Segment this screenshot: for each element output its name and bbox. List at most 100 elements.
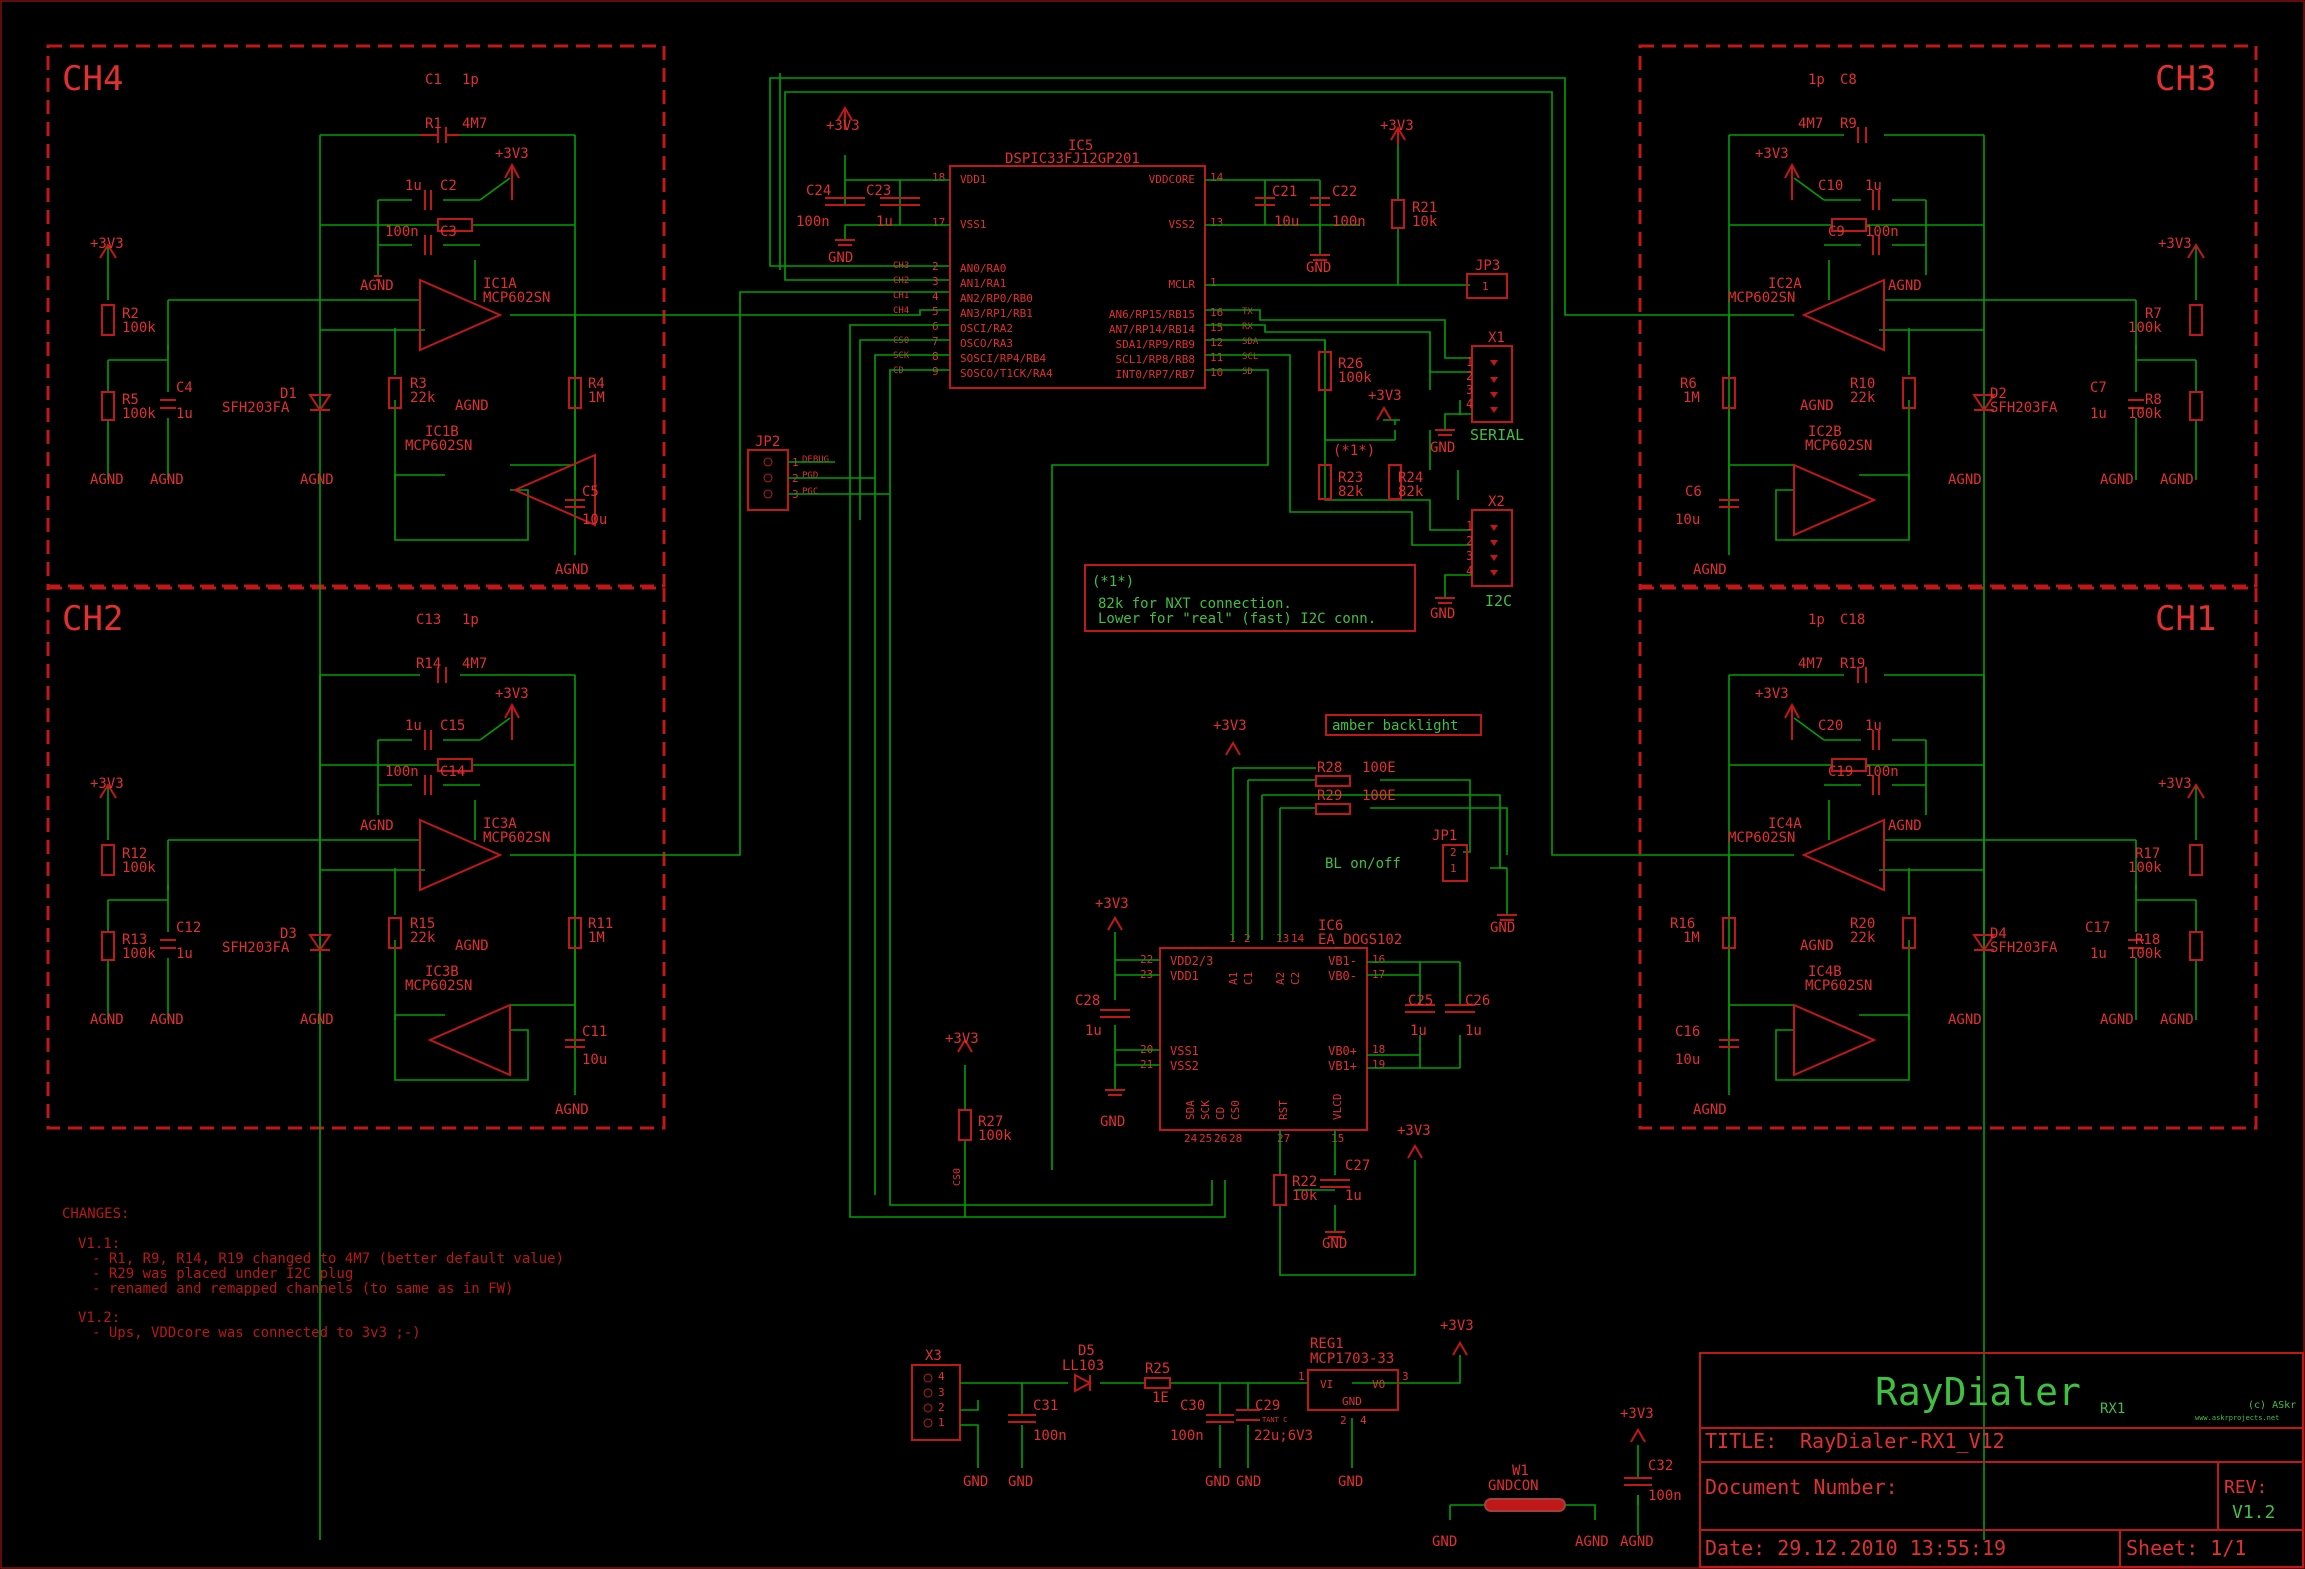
ch1-agnd-d: AGND — [2100, 1012, 2134, 1028]
mcu-pin-number: 1 — [1210, 276, 1217, 289]
i2c-pullups: R26 100k R23 82k R24 82k +3V3 (*1*) — [1318, 351, 1424, 500]
mcu-v33-b: +3V3 — [1380, 118, 1414, 134]
mcu-ic5: IC5 DSPIC33FJ12GP201 VDD118VSS117AN0/RA0… — [796, 106, 1508, 1218]
ch1-r4: R16 — [1670, 916, 1695, 932]
c31-name: C31 — [1033, 1398, 1058, 1414]
ch4-agnd-f: AGND — [555, 562, 589, 578]
c30-name: C30 — [1180, 1398, 1205, 1414]
mcu-net-label: CS0 — [893, 336, 909, 346]
lcd-pin-label: VB0- — [1328, 969, 1357, 983]
reg-pin-2: 2 — [1340, 1414, 1347, 1427]
channel-ch1: 1p C18 4M7 R19 C20 1u C19 100n IC4A MCP6… — [1670, 612, 2205, 1541]
mcu-c23: C23 — [866, 183, 891, 199]
lcd-pin-number: 28 — [1229, 1132, 1242, 1145]
ch4-r5: R5 — [122, 392, 139, 408]
ch4-v33-a: +3V3 — [495, 146, 529, 162]
ch3-parts — [1719, 127, 2205, 537]
mcu-r21v: 10k — [1412, 214, 1438, 230]
lcd-pin-label: CS0 — [1229, 1100, 1242, 1120]
r29-value: 100E — [1362, 788, 1396, 804]
ch4-c5: C5 — [582, 484, 599, 500]
r22-name: R22 — [1292, 1174, 1317, 1190]
ch3-r4: R6 — [1680, 376, 1697, 392]
mcu-pin-number: 2 — [932, 260, 939, 273]
c32-name: C32 — [1648, 1458, 1673, 1474]
ch3-r3: R10 — [1850, 376, 1875, 392]
ch1-r3v: 22k — [1850, 930, 1876, 946]
project-site: www.askrprojects.net — [2195, 1414, 2279, 1422]
ch4-c2v: 1u — [405, 178, 422, 194]
ch2-v33-b: +3V3 — [90, 776, 124, 792]
mcu-pin-label: OSCI/RA2 — [960, 322, 1013, 335]
ch3-agnd-d: AGND — [2100, 472, 2134, 488]
x3-pin-3: 3 — [938, 1386, 945, 1399]
ch1-d: D4 — [1990, 926, 2007, 942]
mcu-pin-label: AN7/RP14/RB14 — [1109, 323, 1195, 336]
note-title: (*1*) — [1092, 574, 1134, 590]
mcu-net-label: CH3 — [893, 261, 909, 271]
lcd-pin-number: 13 — [1276, 932, 1289, 945]
ch2-agnd-c: AGND — [90, 1012, 124, 1028]
ch4-agnd-b: AGND — [455, 398, 489, 414]
lcd-pin-label: VSS1 — [1170, 1044, 1199, 1058]
lcd-pin-label: VB1+ — [1328, 1059, 1357, 1073]
project-sub: RX1 — [2100, 1401, 2125, 1417]
ch4-ic: IC1A — [483, 276, 517, 292]
ch4-r2: R2 — [122, 306, 139, 322]
mcu-pin-number: 5 — [932, 305, 939, 318]
mcu-pin-label: SCL1/RP8/RB8 — [1116, 353, 1195, 366]
mcu-net-label: SDA — [1242, 337, 1259, 347]
ch1-c4: C17 — [2085, 920, 2110, 936]
c28-name: C28 — [1075, 993, 1100, 1009]
c25-value: 1u — [1410, 1023, 1427, 1039]
ch4-c3: C3 — [440, 224, 457, 240]
mcu-pin-label: AN3/RP1/RB1 — [960, 307, 1033, 320]
ch2-c2v: 1u — [405, 718, 422, 734]
ch1-dv: SFH203FA — [1990, 940, 2058, 956]
r25-value: 1E — [1152, 1390, 1169, 1406]
backlight-label: amber backlight — [1332, 718, 1458, 734]
x2-pin-2: 2 — [1466, 534, 1473, 548]
mcu-pin-number: 10 — [1210, 366, 1223, 379]
reg-value: MCP1703-33 — [1310, 1351, 1394, 1367]
ch2-c4: C12 — [176, 920, 201, 936]
channel-frames — [46, 44, 2258, 1130]
ch3-opamp: MCP602SN — [1728, 290, 1795, 306]
ch3-c3: C9 — [1828, 224, 1845, 240]
c29-name: C29 — [1255, 1398, 1280, 1414]
changes-title: CHANGES: — [62, 1206, 129, 1222]
mcu-v33-a: +3V3 — [826, 118, 860, 134]
ch3-agnd-b: AGND — [1800, 398, 1834, 414]
lcd-v33-b: +3V3 — [1095, 896, 1129, 912]
ch1-ic-b: IC4B — [1808, 964, 1842, 980]
mcu-jp3: JP3 — [1475, 258, 1500, 274]
lcd-pin-label: SCK — [1199, 1100, 1212, 1120]
w1-value: GNDCON — [1488, 1478, 1539, 1494]
mcu-pin-label: OSCO/RA3 — [960, 337, 1013, 350]
pwr-gnd-e: GND — [1338, 1474, 1363, 1490]
ch4-c4v: 1u — [176, 406, 193, 422]
date-label: Date: 29.12.2010 13:55:19 — [1705, 1536, 2006, 1560]
changes-v12: V1.2: — [78, 1310, 120, 1326]
ch4-r3v: 22k — [410, 390, 436, 406]
x1-label: SERIAL — [1470, 426, 1524, 444]
lcd-pin-label: C2 — [1289, 972, 1302, 985]
lcd-pin-label: A1 — [1227, 972, 1240, 985]
lcd-ic6: IC6 EA_DOGS102 VDD2/322VDD123VSS120VSS22… — [945, 714, 1517, 1276]
mcu-gnd-b: GND — [1306, 260, 1331, 276]
c27-name: C27 — [1345, 1158, 1370, 1174]
ch2-v33-a: +3V3 — [495, 686, 529, 702]
i2c-v33: +3V3 — [1368, 388, 1402, 404]
ch3-dv: SFH203FA — [1990, 400, 2058, 416]
lcd-pin-label: CD — [1214, 1107, 1227, 1120]
lcd-v33-c: +3V3 — [945, 1031, 979, 1047]
c25-name: C25 — [1408, 993, 1433, 1009]
ch3-ic-b: IC2B — [1808, 424, 1842, 440]
c28-value: 1u — [1085, 1023, 1102, 1039]
ch3-d: D2 — [1990, 386, 2007, 402]
jumper-jp2: JP2 1 2 3 DEBUG PGD PGC — [747, 434, 890, 511]
lcd-pin-number: 25 — [1199, 1132, 1212, 1145]
rev-label: REV: — [2224, 1477, 2267, 1498]
channel-ch4: C1 1p R1 4M7 1u C2 100n C3 IC1A MCP602SN… — [90, 72, 607, 1001]
